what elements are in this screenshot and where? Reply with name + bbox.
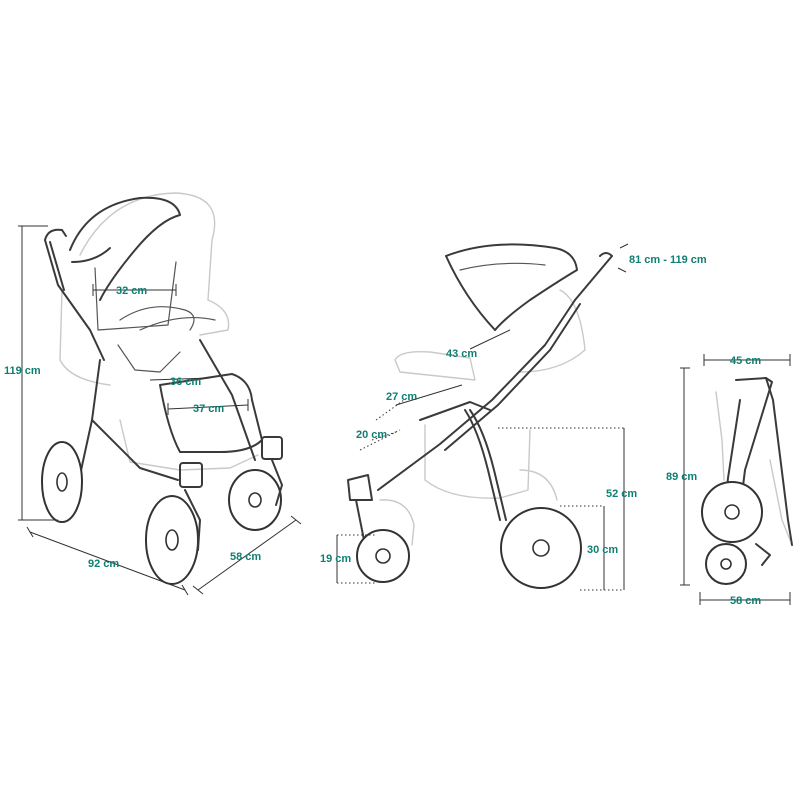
- folded-stroller: [701, 377, 793, 585]
- front-footrest-width-label: 37 cm: [193, 403, 224, 415]
- side-footrest-length-label: 20 cm: [356, 429, 387, 441]
- folded-dimension-lines: [680, 354, 791, 605]
- side-rear-wheel-label: 30 cm: [587, 544, 618, 556]
- side-front-wheel-label: 19 cm: [320, 553, 351, 565]
- folded-width-label: 58 cm: [730, 595, 761, 607]
- front-length-label: 92 cm: [88, 558, 119, 570]
- front-backrest-width-label: 32 cm: [116, 285, 147, 297]
- folded-depth-label: 45 cm: [730, 355, 761, 367]
- side-handle-height-label: 81 cm - 119 cm: [629, 254, 707, 266]
- side-backrest-length-label: 43 cm: [446, 348, 477, 360]
- front-view-stroller: [41, 192, 283, 585]
- front-view-labels: 119 cm 32 cm 36 cm 37 cm 92 cm 58 cm: [4, 285, 261, 570]
- folded-height-label: 89 cm: [666, 471, 697, 483]
- front-height-label: 119 cm: [4, 365, 41, 377]
- front-width-label: 58 cm: [230, 551, 261, 563]
- side-seat-height-label: 52 cm: [606, 488, 637, 500]
- side-seat-depth-label: 27 cm: [386, 391, 417, 403]
- side-view-stroller: [347, 243, 613, 589]
- side-view-labels: 81 cm - 119 cm 43 cm 27 cm 20 cm 19 cm 5…: [320, 254, 707, 565]
- front-view-dimension-lines: [18, 225, 302, 596]
- folded-labels: 45 cm 89 cm 58 cm: [666, 355, 761, 607]
- front-seat-width-label: 36 cm: [170, 376, 201, 388]
- side-view-dimension-lines: [336, 243, 629, 591]
